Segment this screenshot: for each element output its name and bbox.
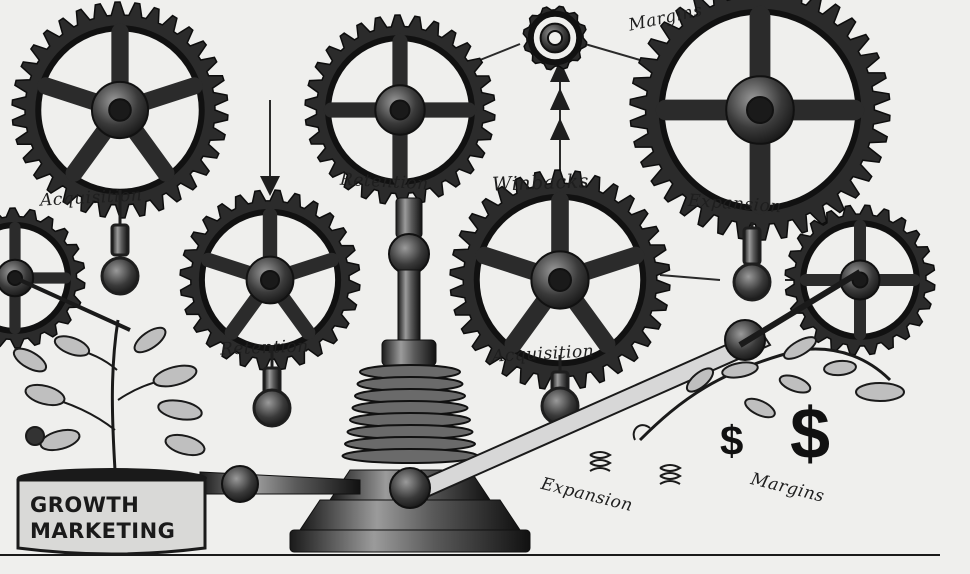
dollar-small-icon: $ xyxy=(720,417,744,464)
gear-small-top-icon xyxy=(522,5,588,71)
pot-label-line2: MARKETING xyxy=(30,519,176,543)
pot-label: GROWTH MARKETING xyxy=(30,492,175,544)
plant xyxy=(12,319,206,471)
gear-retention-mid-icon xyxy=(179,189,361,371)
gear-left-mid-icon xyxy=(0,207,86,349)
label-retention-mid: Retention xyxy=(219,336,309,360)
arrow-down-icon xyxy=(260,176,280,196)
dollar-large-icon: $ xyxy=(790,394,831,474)
left-rod xyxy=(19,278,131,332)
gear-retention-top-icon xyxy=(304,14,496,206)
gear-acquisition-top-icon xyxy=(11,1,229,219)
pot-label-line1: GROWTH xyxy=(30,493,140,517)
gear-expansion-top-icon xyxy=(629,0,891,241)
lever-arm xyxy=(199,269,862,509)
coil-springs xyxy=(589,424,682,485)
vine xyxy=(638,336,905,442)
label-winbacks: Winbacks xyxy=(491,170,590,196)
gear-right-mid-icon xyxy=(784,204,936,356)
arrow-up-icon xyxy=(550,60,570,140)
flower-pot xyxy=(16,468,207,556)
gear-acquisition-mid-icon xyxy=(449,169,671,391)
drop-links xyxy=(100,190,772,428)
